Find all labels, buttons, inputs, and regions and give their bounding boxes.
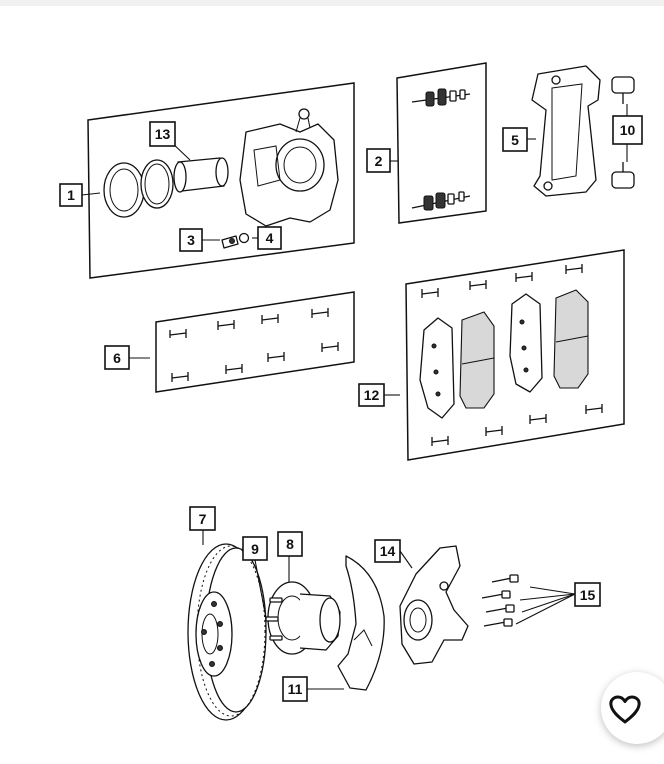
callout-4-label: 4 <box>266 230 274 246</box>
brake-rotor <box>187 543 267 721</box>
leader-lines <box>81 104 628 690</box>
callout-7: 7 <box>189 506 216 531</box>
panel-guide-pins <box>396 62 487 224</box>
callout-5: 5 <box>502 127 528 152</box>
callout-13: 13 <box>149 121 176 147</box>
hub-bearing <box>265 581 341 655</box>
callout-3: 3 <box>179 228 203 252</box>
callout-9-label: 9 <box>251 541 259 557</box>
callout-7-label: 7 <box>199 511 207 527</box>
callout-5-label: 5 <box>511 132 519 148</box>
callout-12-label: 12 <box>364 387 380 403</box>
callout-15-label: 15 <box>580 587 596 603</box>
top-bar <box>0 0 664 6</box>
callout-6-label: 6 <box>113 350 121 366</box>
knuckle-bolts <box>481 574 519 627</box>
callout-11: 11 <box>282 676 308 702</box>
callout-14-label: 14 <box>380 543 396 559</box>
callout-15: 15 <box>574 582 601 607</box>
steering-knuckle <box>399 545 469 665</box>
panel-caliper-assembly <box>87 82 355 279</box>
favorite-button[interactable] <box>601 672 664 744</box>
callout-1-label: 1 <box>67 187 75 203</box>
heart-icon <box>609 695 641 724</box>
callout-4: 4 <box>257 226 282 250</box>
callout-10-label: 10 <box>620 122 636 138</box>
callout-2-label: 2 <box>375 153 383 169</box>
callout-12: 12 <box>358 383 385 407</box>
callout-8: 8 <box>277 531 303 557</box>
panel-pad-clips <box>155 291 355 393</box>
callout-1: 1 <box>59 183 83 207</box>
callout-8-label: 8 <box>286 536 294 552</box>
callout-3-label: 3 <box>187 232 195 248</box>
callout-6: 6 <box>104 345 130 370</box>
caliper-bracket <box>531 65 601 197</box>
callout-11-label: 11 <box>288 681 303 697</box>
callout-10: 10 <box>612 115 643 145</box>
dust-shield <box>337 555 385 691</box>
callout-13-label: 13 <box>155 126 171 142</box>
callout-14: 14 <box>374 539 401 563</box>
bracket-bolts <box>611 76 635 189</box>
callout-2: 2 <box>366 148 391 173</box>
panel-brake-pads <box>405 249 625 461</box>
callout-9: 9 <box>242 536 268 561</box>
